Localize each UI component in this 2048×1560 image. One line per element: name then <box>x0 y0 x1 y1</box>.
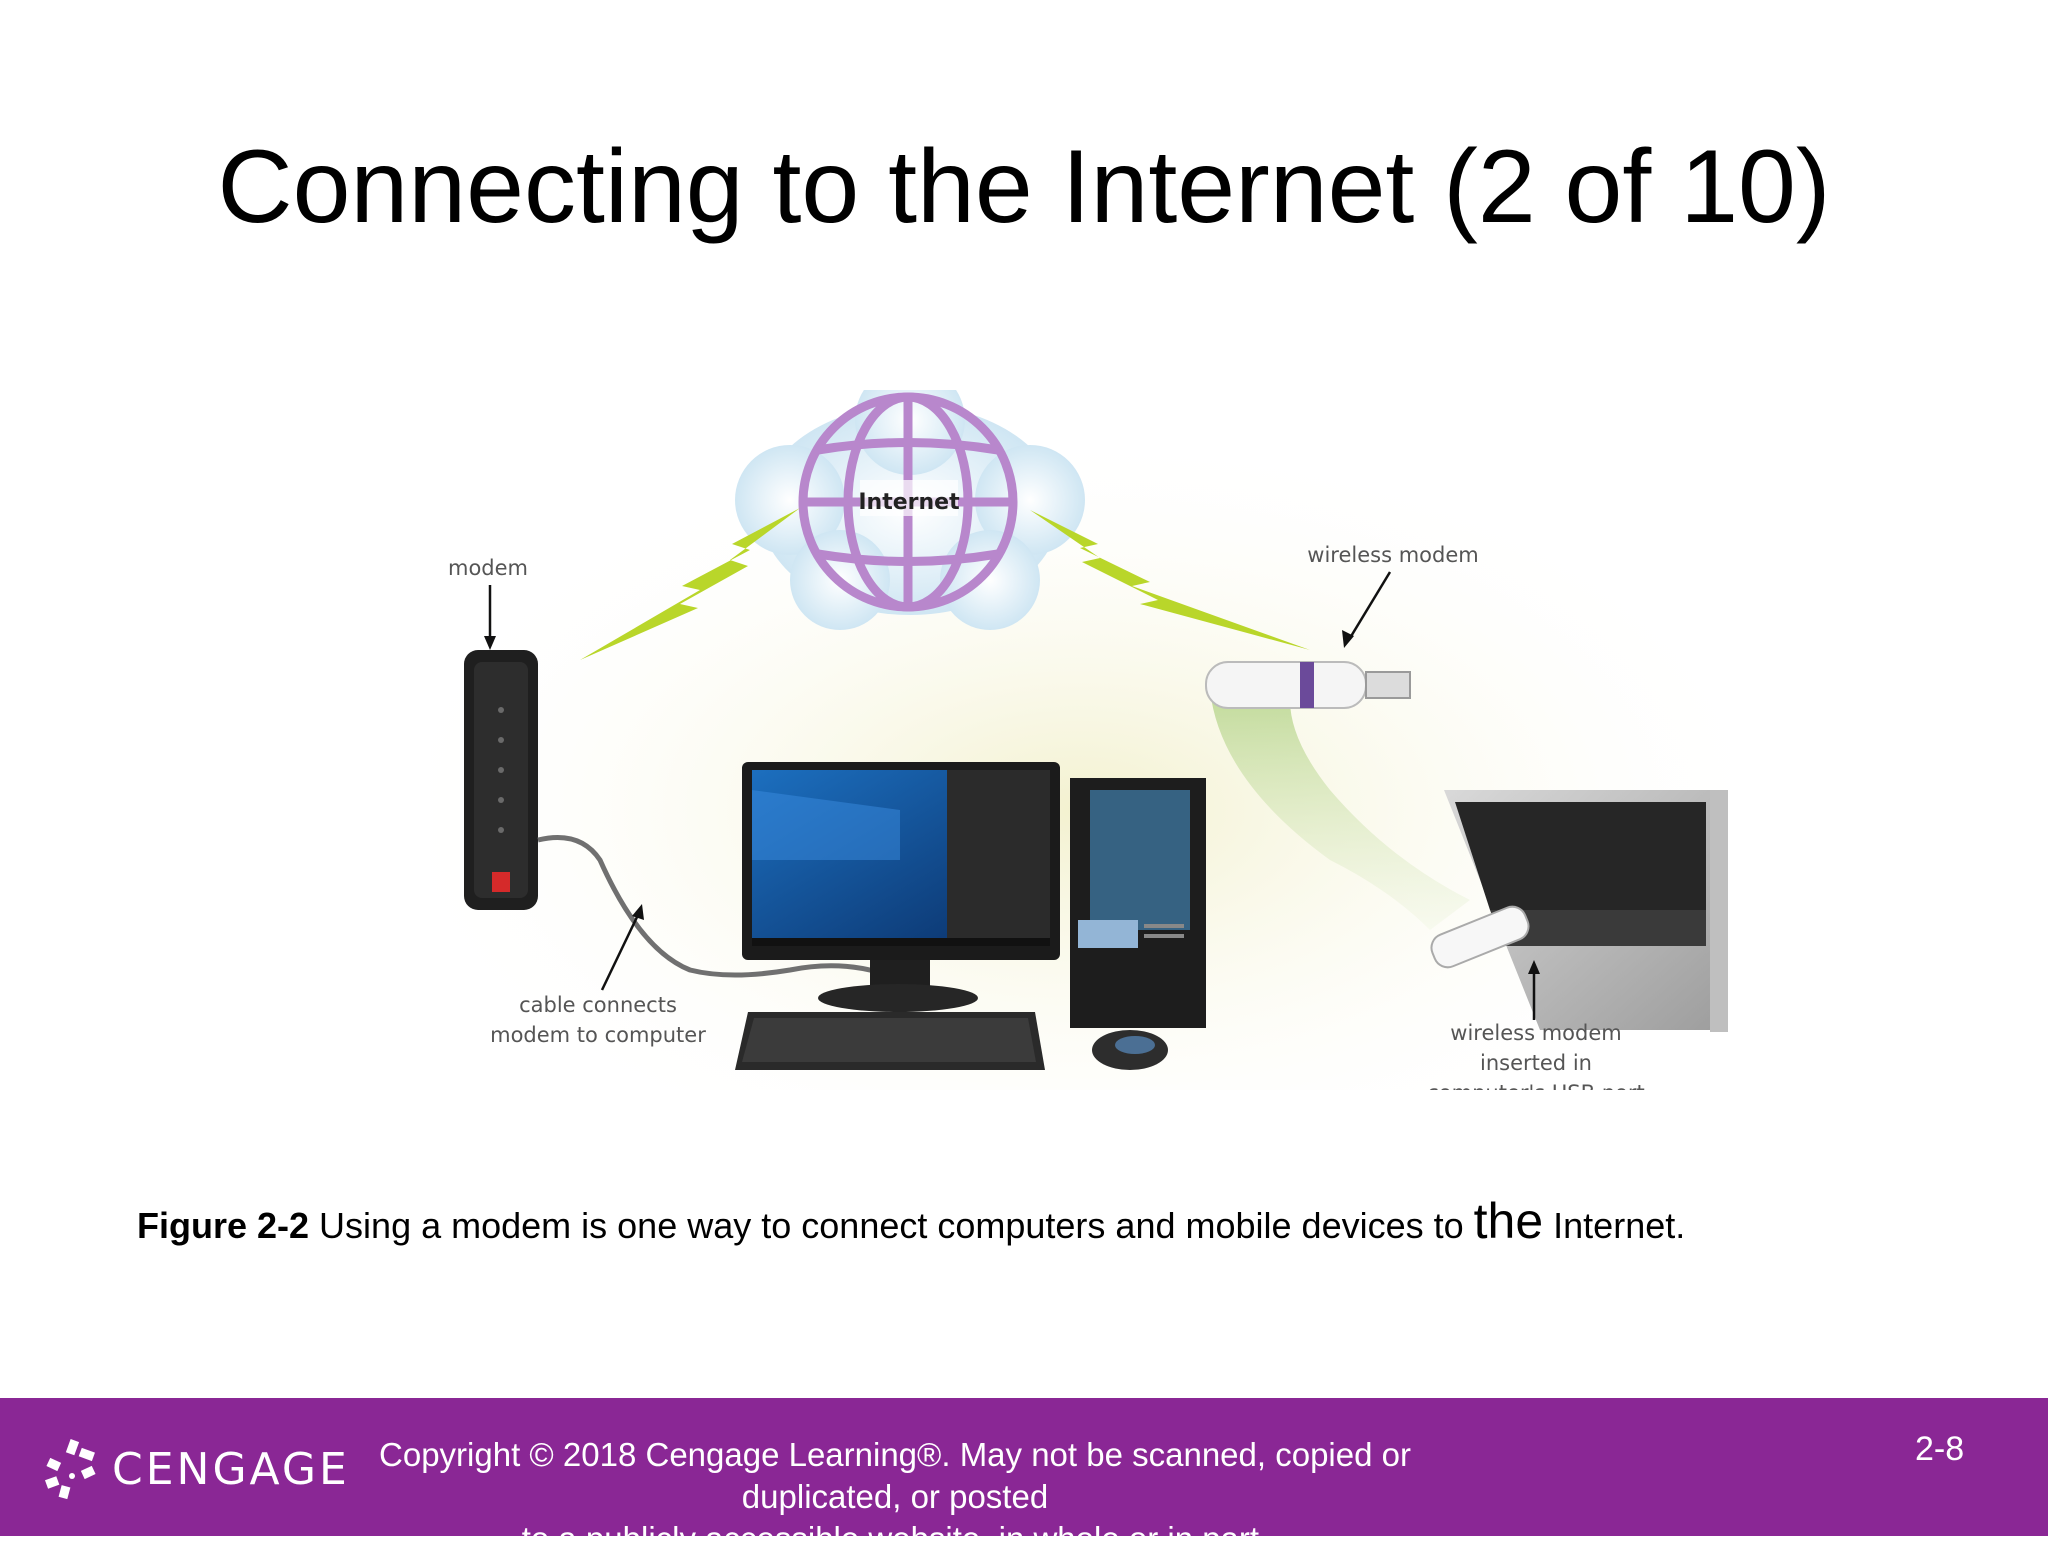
internet-connection-figure: Internet modem cable connects modem to c… <box>430 390 1730 1090</box>
right-lightning-icon <box>1030 510 1310 650</box>
wireless-signal-beam <box>1210 690 1470 930</box>
wireless-usb-modem-icon <box>1205 661 1411 709</box>
slide-title: Connecting to the Internet (2 of 10) <box>217 129 1831 245</box>
mouse-icon <box>1092 1030 1168 1070</box>
cengage-logo-icon <box>44 1439 96 1500</box>
caption-figure-ref: Figure 2-2 <box>137 1205 310 1246</box>
usb-label-line1: wireless modem <box>1450 1021 1621 1045</box>
cable-modem-icon <box>464 650 538 910</box>
usb-modem-in-laptop-icon <box>1430 905 1530 969</box>
modem-cable <box>537 835 902 983</box>
cengage-logo: CENGAGE <box>42 1438 350 1500</box>
copyright-line-1: Copyright © 2018 Cengage Learning®. May … <box>379 1436 1411 1515</box>
wireless-modem-label: wireless modem <box>1307 543 1478 567</box>
cable-label-line1: cable connects <box>519 993 677 1017</box>
modem-label: modem <box>448 556 528 580</box>
usb-label-line3: computer's USB port <box>1427 1081 1645 1090</box>
desktop-monitor-icon <box>742 762 1060 1012</box>
caption-text-after: Internet. <box>1543 1205 1686 1246</box>
footer-bar: CENGAGE Copyright © 2018 Cengage Learnin… <box>0 1398 2048 1557</box>
internet-label: Internet <box>858 490 960 515</box>
caption-text-before: Using a modem is one way to connect comp… <box>309 1205 1474 1246</box>
figure-caption: Figure 2-2 Using a modem is one way to c… <box>137 1192 1937 1250</box>
page-number: 2-8 <box>1915 1430 1965 1468</box>
copyright-line-2: to a publicly accessible website, in who… <box>521 1520 1269 1557</box>
laptop-icon <box>1444 790 1728 1032</box>
caption-big-word: the <box>1473 1193 1544 1249</box>
keyboard-icon <box>735 1012 1045 1070</box>
computer-tower-icon <box>1070 778 1206 1028</box>
cable-label-line2: modem to computer <box>490 1023 706 1047</box>
usb-label-line2: inserted in <box>1480 1051 1592 1075</box>
cengage-logo-text: CENGAGE <box>112 1443 350 1495</box>
left-lightning-icon <box>580 508 800 660</box>
copyright-notice: Copyright © 2018 Cengage Learning®. May … <box>330 1434 1460 1560</box>
